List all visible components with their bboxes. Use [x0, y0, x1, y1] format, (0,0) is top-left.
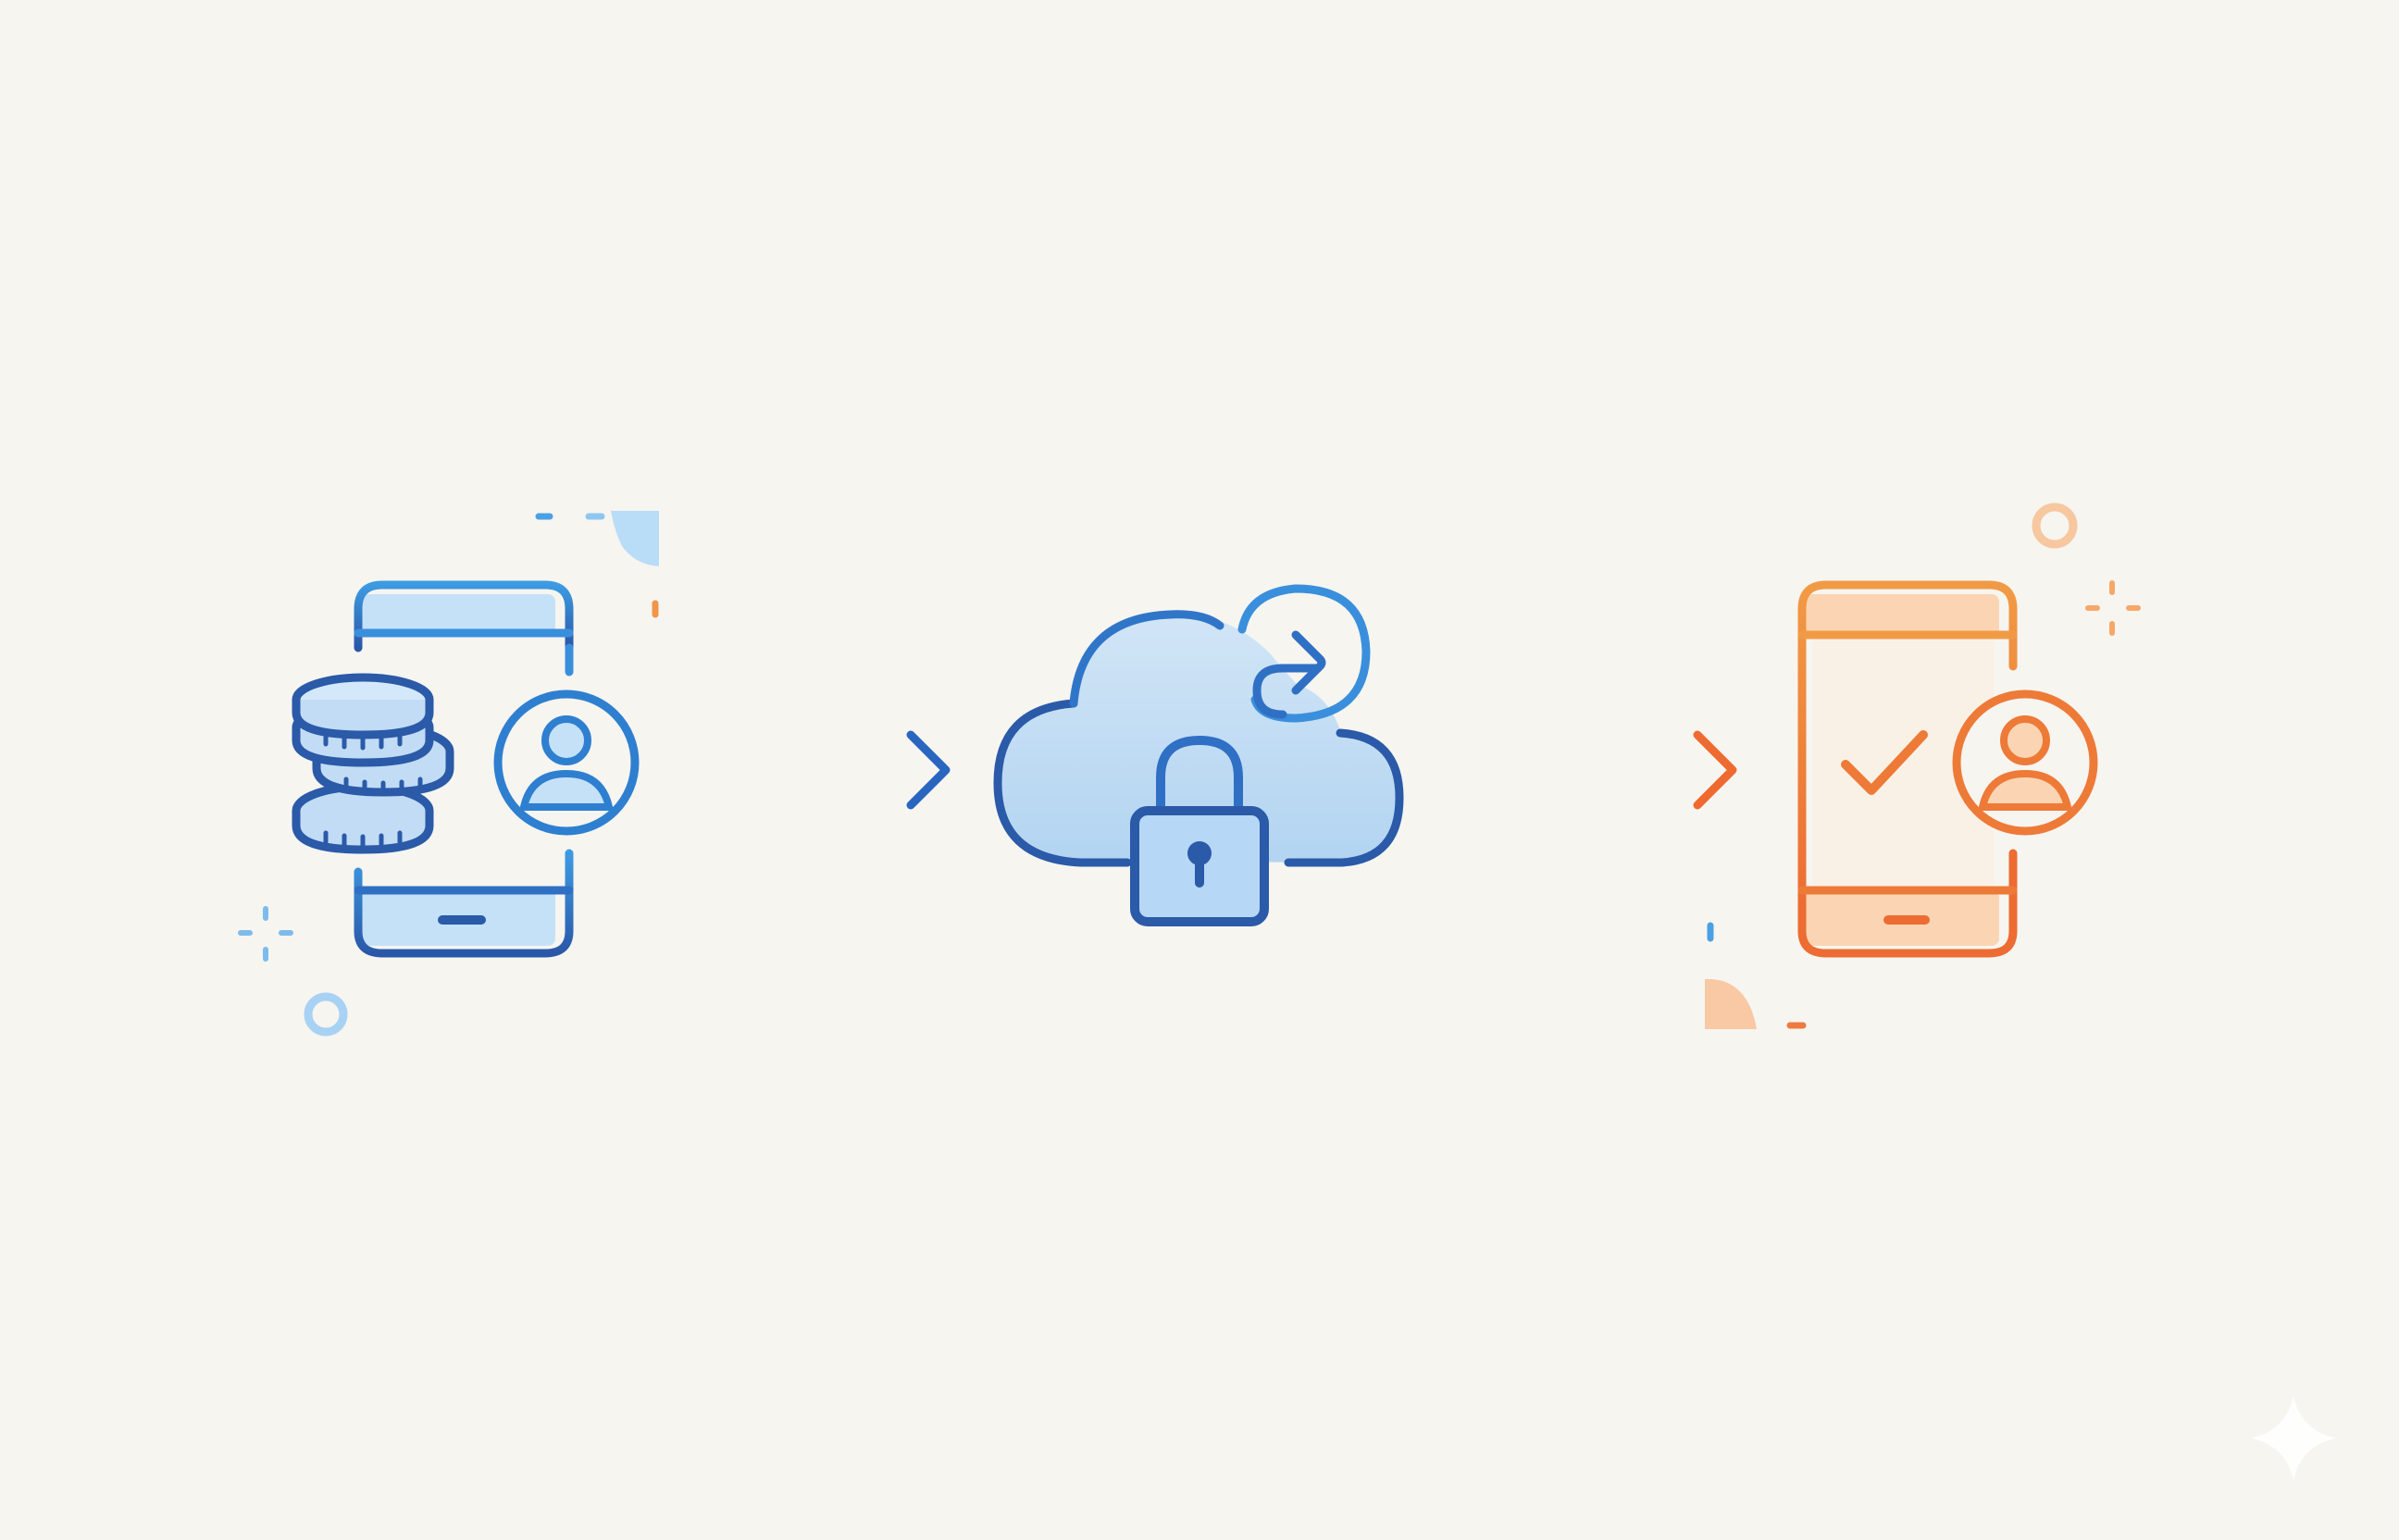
padlock-icon: [1130, 735, 1269, 926]
coin-stack-icon: [292, 673, 454, 854]
transfer-arrow-badge-icon: [1237, 584, 1371, 723]
sender-user-icon: [493, 689, 640, 836]
sender-decorations: [238, 511, 659, 1037]
sender-phone-icon: [354, 580, 574, 958]
receiver-user-icon: [1952, 689, 2098, 836]
sparkle-watermark-icon: [2251, 1396, 2336, 1481]
arrow-cloud-to-receiver: [1470, 730, 1737, 810]
checkmark-icon: [1841, 730, 1928, 795]
arrow-sender-to-cloud: [685, 730, 951, 810]
receiver-decorations: [1705, 503, 2141, 1029]
